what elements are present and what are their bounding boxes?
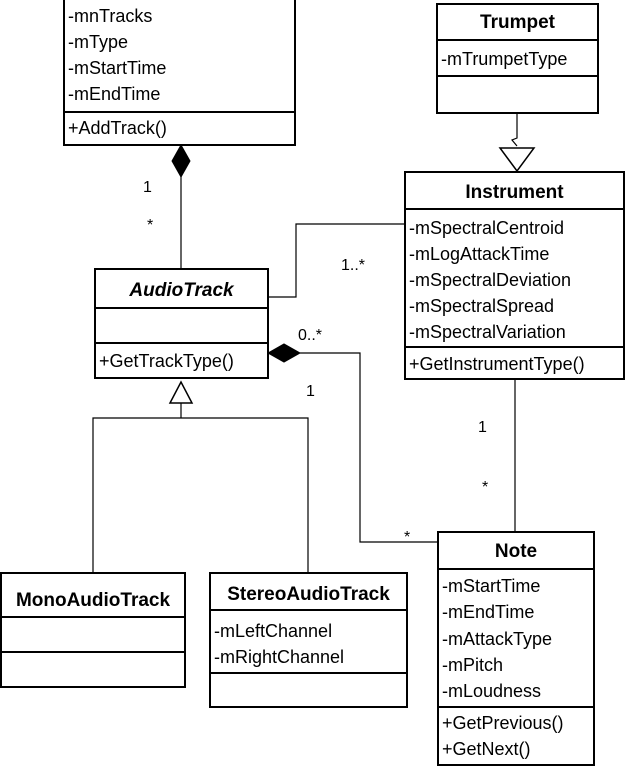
attribute: -mSpectralDeviation bbox=[409, 270, 571, 290]
instrument-audiotrack-association bbox=[268, 223, 405, 298]
operation: +AddTrack() bbox=[68, 118, 167, 138]
class-stereoaudiotrack[interactable]: StereoAudioTrack -mLeftChannel -mRightCh… bbox=[209, 572, 408, 708]
attribute: -mRightChannel bbox=[214, 647, 344, 667]
attribute: -mTrumpetType bbox=[441, 49, 567, 69]
class-name: AudioTrack bbox=[128, 280, 235, 301]
mult-composition-whole: 1 bbox=[143, 179, 152, 196]
class-name: StereoAudioTrack bbox=[227, 584, 390, 605]
attribute: -mPitch bbox=[442, 655, 503, 675]
class-instrument[interactable]: Instrument -mSpectralCentroid -mLogAttac… bbox=[404, 171, 625, 380]
trumpet-generalization-line bbox=[511, 113, 518, 147]
composition-diamond bbox=[171, 143, 191, 179]
mult-audiotrack-note-source: 0..* bbox=[298, 327, 322, 344]
mult-instrument-note-many: * bbox=[482, 479, 488, 496]
generalization-triangle-instrument bbox=[498, 147, 536, 173]
class-name: Trumpet bbox=[480, 12, 556, 33]
class-audiotrack[interactable]: AudioTrack +GetTrackType() bbox=[94, 268, 269, 379]
mult-instrument-audiotrack: 1..* bbox=[341, 257, 365, 274]
attribute: -mLeftChannel bbox=[214, 621, 332, 641]
class-name: Note bbox=[495, 541, 537, 562]
mult-note-many: * bbox=[404, 529, 410, 546]
operation: +GetPrevious() bbox=[442, 713, 564, 733]
attribute: -mLogAttackTime bbox=[409, 244, 549, 264]
mult-composition-part: * bbox=[147, 217, 153, 234]
attribute: -mnTracks bbox=[68, 6, 152, 26]
class-note[interactable]: Note -mStartTime -mEndTime -mAttackType … bbox=[437, 531, 595, 766]
attribute: -mEndTime bbox=[68, 84, 160, 104]
audiotrack-note-aggregation bbox=[300, 352, 438, 543]
operation: +GetInstrumentType() bbox=[409, 354, 585, 374]
class-trumpet[interactable]: Trumpet -mTrumpetType bbox=[436, 3, 599, 114]
attribute: -mLoudness bbox=[442, 681, 541, 701]
attribute: -mSpectralCentroid bbox=[409, 218, 564, 238]
attribute: -mEndTime bbox=[442, 602, 534, 622]
attribute: -mStartTime bbox=[442, 576, 540, 596]
class-name: Instrument bbox=[465, 182, 564, 203]
class-name: MonoAudioTrack bbox=[16, 590, 171, 611]
attribute: -mSpectralVariation bbox=[409, 322, 566, 342]
attribute: -mAttackType bbox=[442, 629, 552, 649]
class-track-list[interactable]: -mnTracks -mType -mStartTime -mEndTime +… bbox=[63, 0, 296, 146]
aggregation-diamond bbox=[266, 343, 302, 363]
attribute: -mStartTime bbox=[68, 58, 166, 78]
attribute: -mSpectralSpread bbox=[409, 296, 554, 316]
attribute: -mType bbox=[68, 32, 128, 52]
mult-audiotrack-note-one: 1 bbox=[306, 383, 315, 400]
operation: +GetTrackType() bbox=[99, 351, 234, 371]
operation: +GetNext() bbox=[442, 739, 531, 759]
generalization-triangle-audiotrack bbox=[168, 380, 194, 404]
generalization-branches bbox=[92, 417, 309, 573]
class-monoaudiotrack[interactable]: MonoAudioTrack bbox=[0, 572, 186, 688]
mult-instrument-note-one: 1 bbox=[478, 419, 487, 436]
